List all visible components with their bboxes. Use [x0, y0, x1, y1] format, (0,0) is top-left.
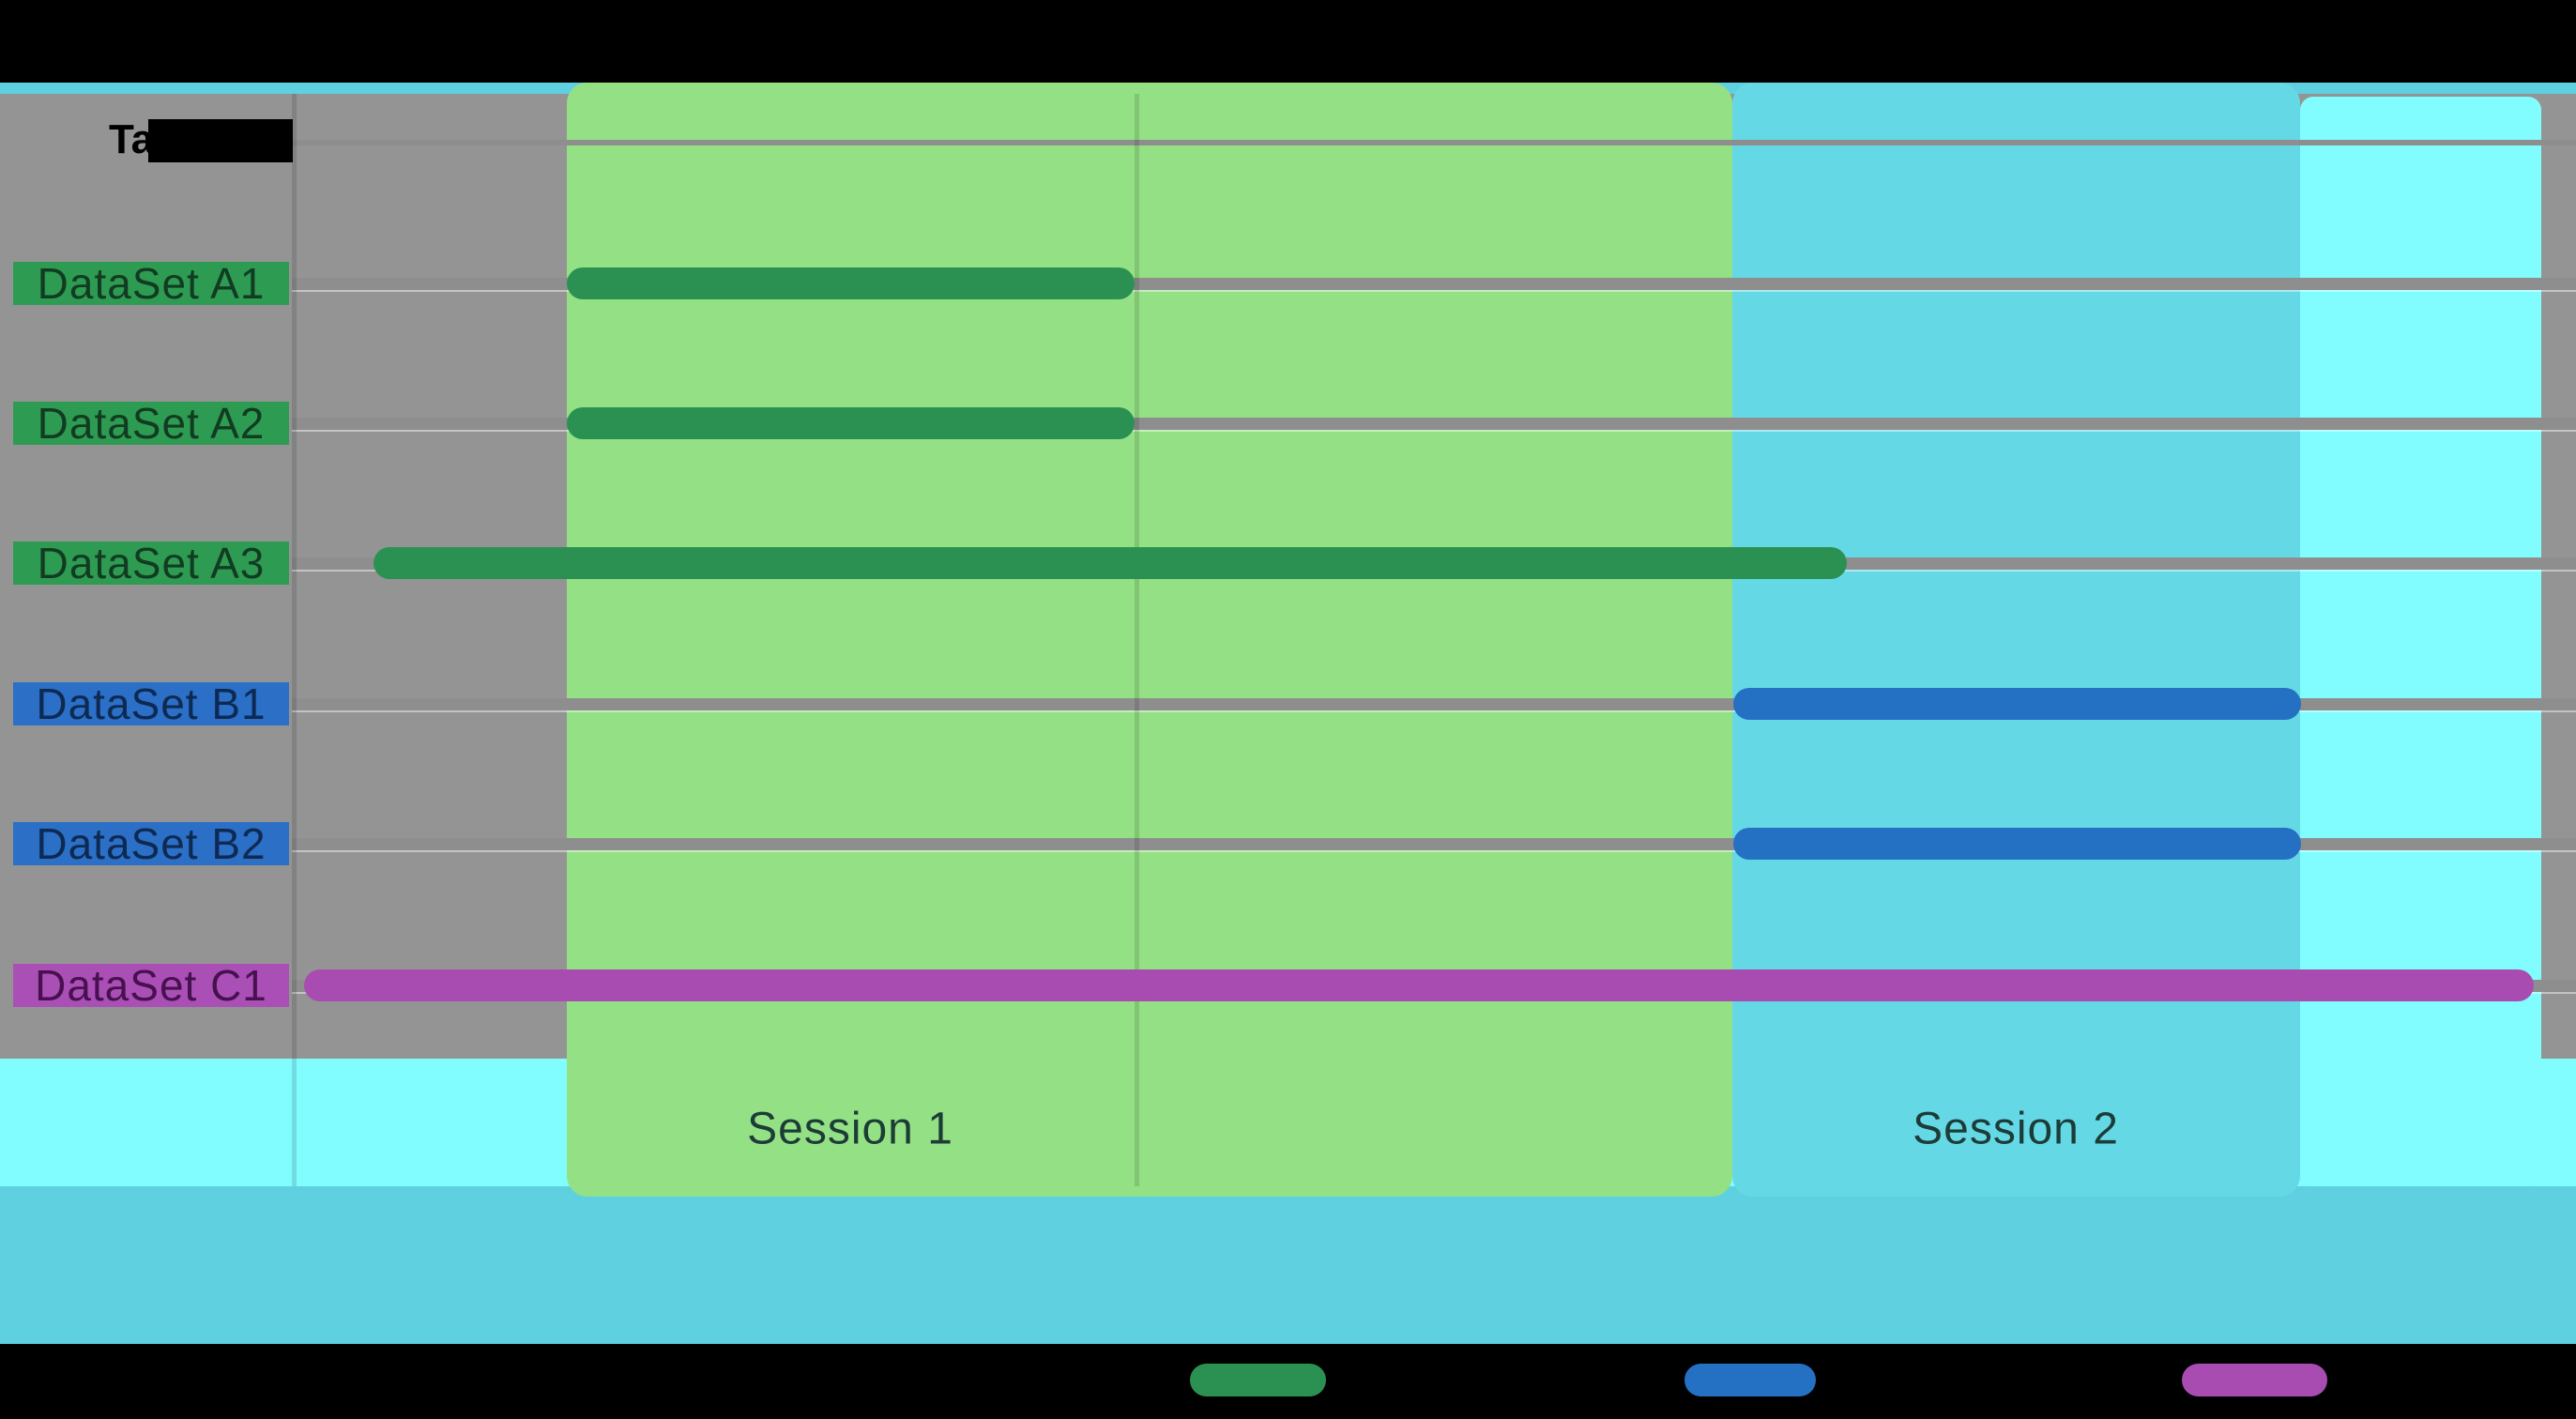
session-label-1: Session 1	[747, 1104, 953, 1154]
row-label-dataset-a2: DataSet A2	[13, 399, 289, 448]
row-label-dataset-c1: DataSet C1	[13, 961, 289, 1010]
task-bar-dataset-b1[interactable]	[1733, 688, 2301, 720]
header-redaction-box	[148, 119, 293, 162]
session-label-2: Session 2	[1913, 1104, 2119, 1154]
top-gridline	[292, 140, 2576, 145]
legend-item-1[interactable]	[1190, 1364, 1326, 1396]
row-label-dataset-b1: DataSet B1	[13, 679, 289, 728]
row-label-dataset-a1: DataSet A1	[13, 259, 289, 308]
session-band-2	[1732, 83, 2300, 1197]
task-bar-dataset-a2[interactable]	[567, 407, 1135, 439]
legend-item-2[interactable]	[1684, 1364, 1816, 1396]
session-band-1	[567, 83, 1732, 1197]
task-bar-dataset-b2[interactable]	[1733, 828, 2301, 860]
session-band-3	[2300, 97, 2541, 1186]
row-label-dataset-a3: DataSet A3	[13, 539, 289, 587]
legend-item-3[interactable]	[2182, 1364, 2327, 1396]
vertical-gridline	[292, 94, 297, 1186]
task-bar-dataset-c1[interactable]	[304, 969, 2534, 1001]
task-bar-dataset-a1[interactable]	[567, 267, 1135, 299]
vertical-gridline	[1135, 94, 1139, 1186]
row-label-dataset-b2: DataSet B2	[13, 819, 289, 868]
task-bar-dataset-a3[interactable]	[373, 547, 1847, 579]
top-letterbox	[0, 0, 2576, 83]
